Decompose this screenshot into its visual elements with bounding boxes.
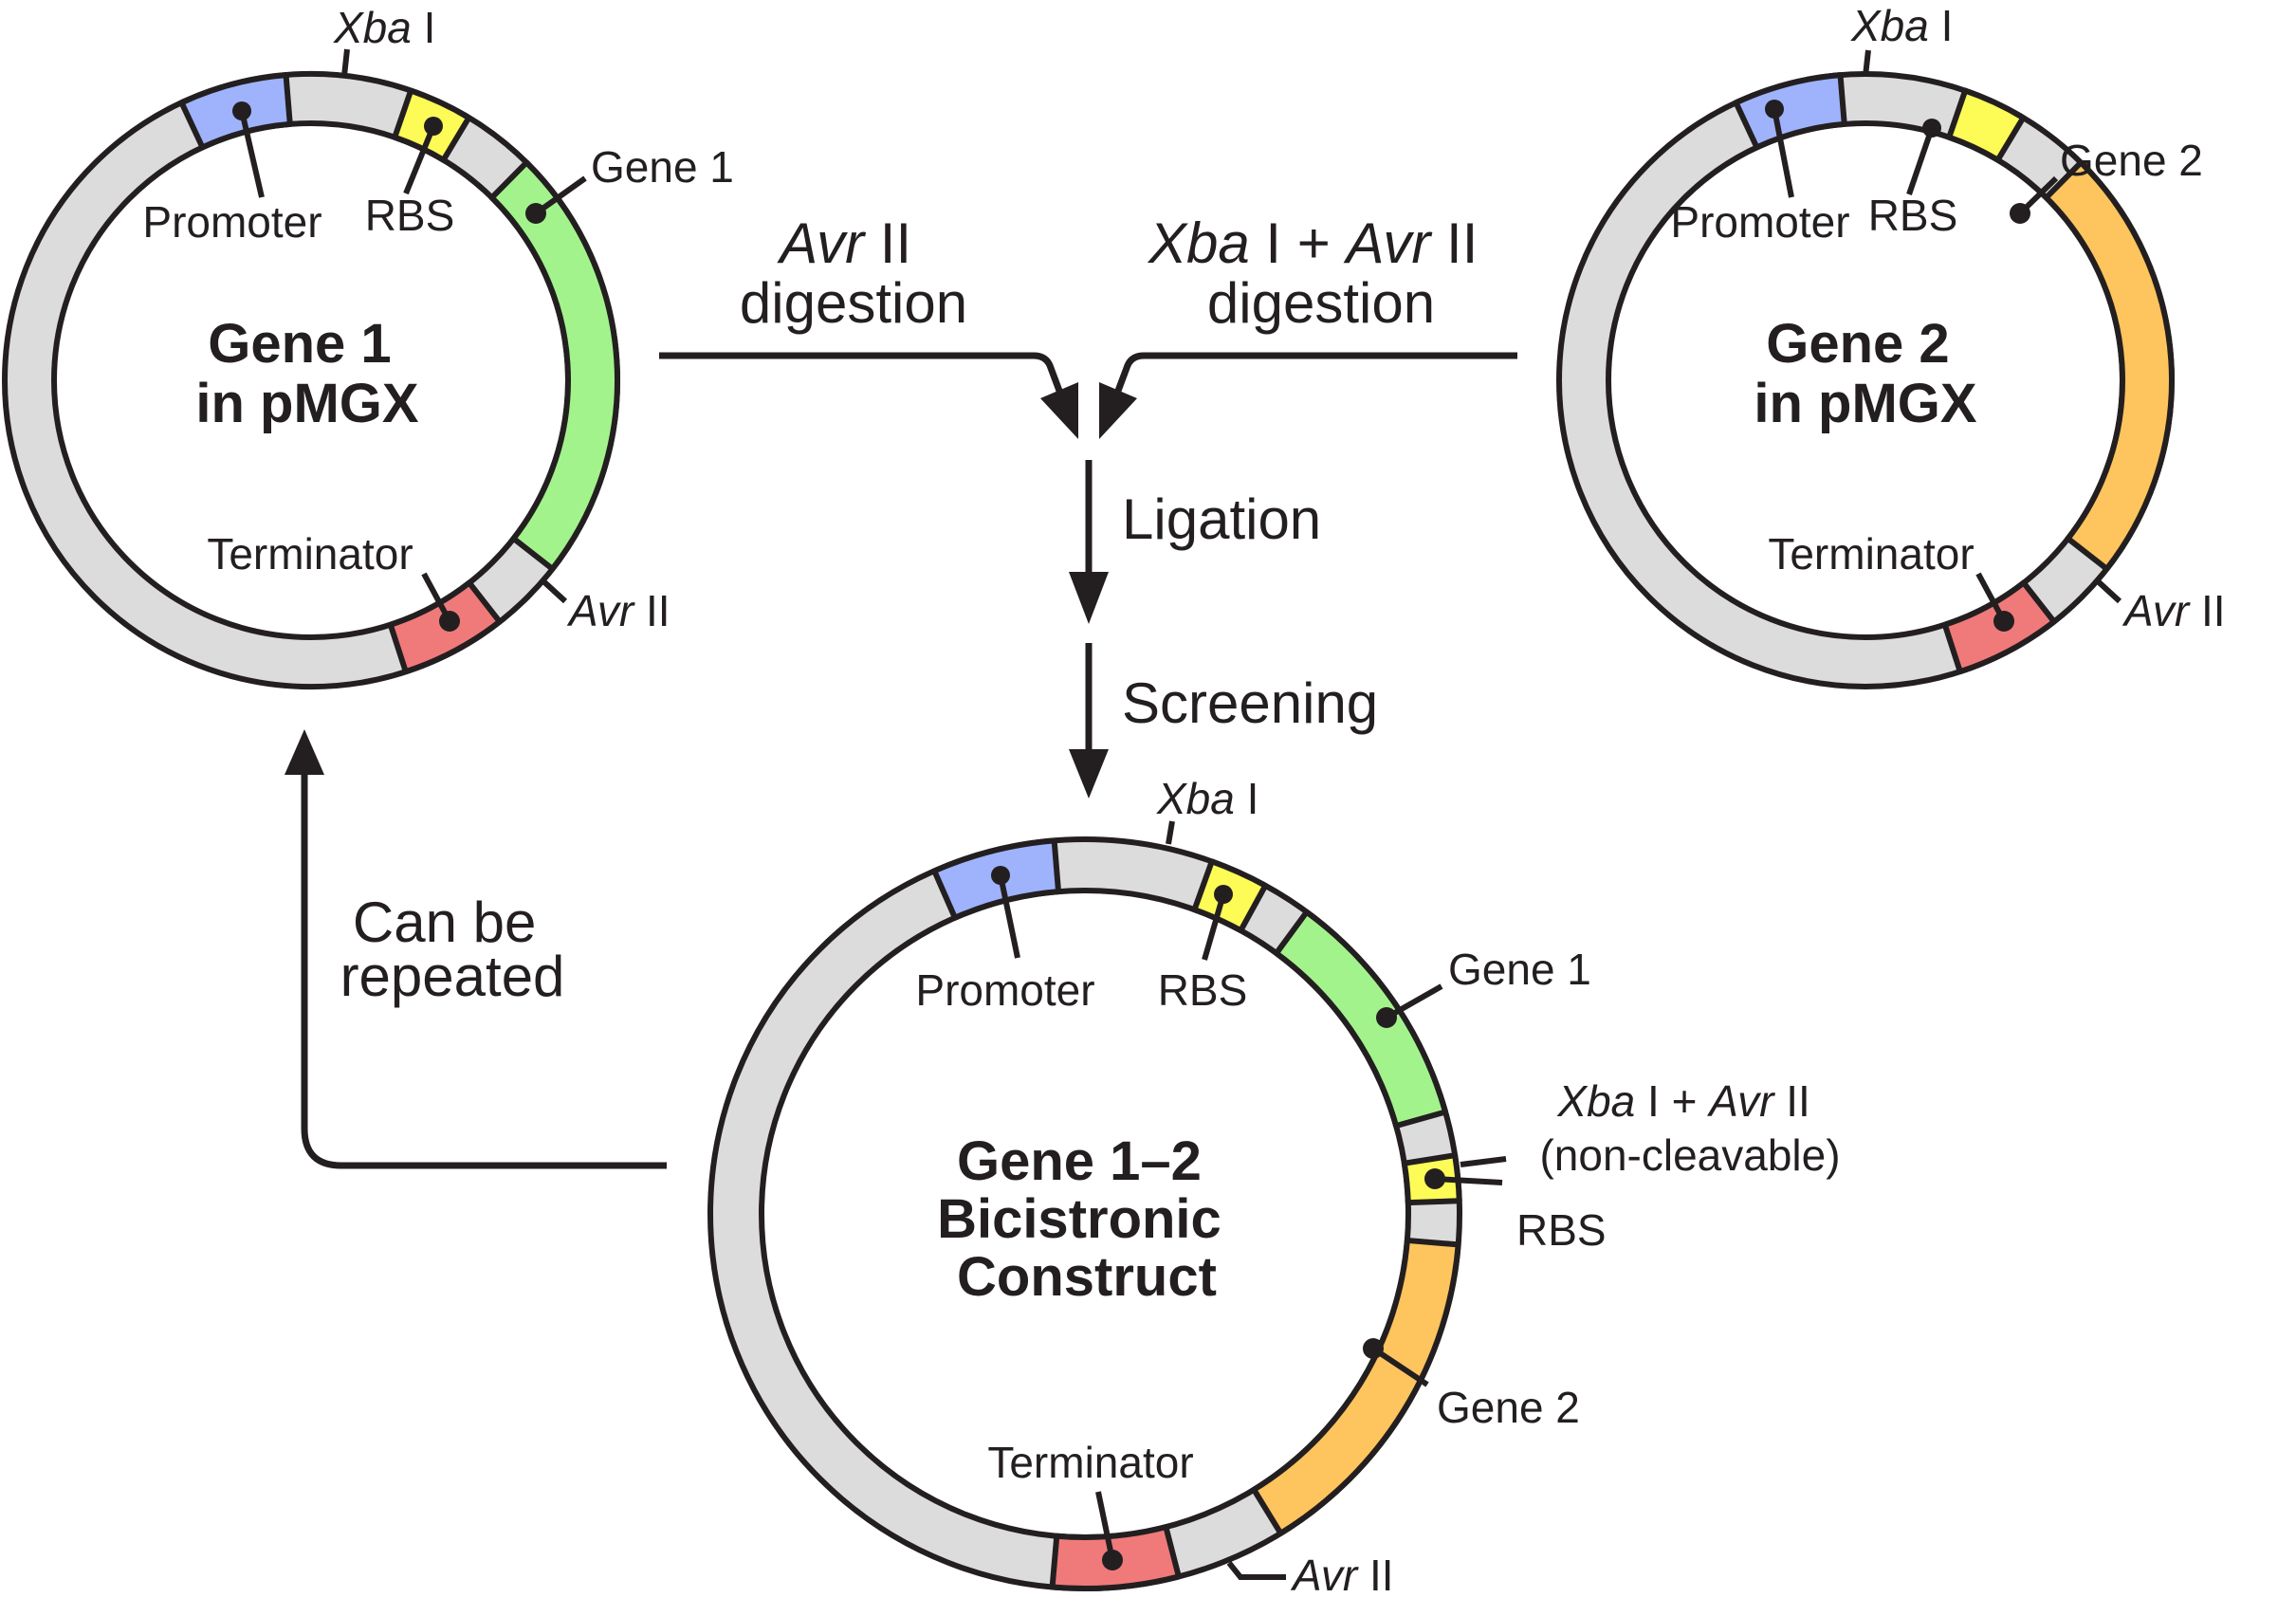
flow-arrows: Avr II digestion Xba I + Avr II digestio… [285, 211, 1517, 1169]
repeat-arrowhead [285, 729, 324, 775]
plasmid-gene1-pmgx: Xba I Promoter RBS Gene 1 Terminator Avr… [2, 3, 734, 689]
left-digestion-label: Avr II digestion [740, 211, 967, 335]
rbs2-leader [1434, 1176, 1503, 1185]
ligation-label: Ligation [1122, 487, 1321, 551]
promoter-leader [239, 110, 265, 198]
promoter-label: Promoter [1670, 197, 1849, 247]
right-digestion-label: Xba I + Avr II digestion [1147, 211, 1494, 335]
gene2-leader [2017, 175, 2059, 216]
rbs-leader [403, 124, 436, 195]
xba-label: Xba I [1156, 774, 1258, 823]
gene2-segment [2043, 159, 2175, 572]
left-merge-arrowhead [1040, 382, 1078, 439]
right-digestion-line [1114, 352, 1517, 393]
promoter-label: Promoter [915, 965, 1094, 1015]
promoter-leader [998, 874, 1020, 959]
xba-label: Xba I [333, 3, 435, 52]
xba-site-tick [341, 48, 350, 77]
terminator-leader [421, 572, 452, 623]
gene1-segment [1273, 909, 1449, 1129]
gene2-label: Gene 2 [2060, 136, 2203, 185]
gene2-segment [1251, 1237, 1461, 1536]
gene1-label: Gene 1 [1448, 945, 1591, 994]
plasmid-backbone [707, 836, 1462, 1591]
rbs-segment [1946, 87, 2027, 163]
junction-label: Xba I + Avr II (non-cleavable) [1539, 1076, 1840, 1180]
gene1-leader [534, 175, 587, 216]
rbs-label: RBS [365, 191, 455, 240]
terminator-leader [1095, 1491, 1115, 1561]
rbs-leader [1202, 893, 1226, 961]
screening-arrowhead [1069, 749, 1109, 799]
rbs-leader [1906, 127, 1935, 195]
avr-leader [1226, 1561, 1286, 1580]
right-merge-arrowhead [1099, 382, 1137, 439]
promoter-label: Promoter [142, 197, 321, 247]
avr-label: Avr II [2122, 586, 2226, 635]
avr-site-tick [540, 578, 568, 604]
avr-label: Avr II [566, 586, 670, 635]
promoter-marker-dot [232, 101, 251, 120]
rbs-label: RBS [1158, 965, 1248, 1015]
plasmid-title: Gene 2 in pMGX [1754, 313, 1977, 434]
plasmid-gene12-bicistronic: Xba I Promoter RBS Gene 1 Xba I + Avr II… [707, 774, 1841, 1600]
gene1-segment [488, 159, 620, 572]
terminator-label: Terminator [1768, 529, 1974, 578]
plasmid-title: Gene 1 in pMGX [195, 313, 419, 434]
terminator-label: Terminator [987, 1438, 1193, 1487]
repeat-loop-line [301, 770, 667, 1169]
left-digestion-line [659, 352, 1063, 393]
repeat-label: Can be repeated [340, 891, 565, 1008]
gene2-label: Gene 2 [1437, 1383, 1580, 1432]
plasmid-ring [707, 836, 1462, 1591]
junction-leader [1460, 1156, 1507, 1167]
plasmid-gene2-pmgx: Xba I Promoter RBS Gene 2 Terminator Avr… [1556, 1, 2226, 689]
avr-site-tick [2094, 578, 2122, 604]
xba-site-tick [1863, 49, 1871, 77]
xba-site-tick [1166, 820, 1175, 845]
plasmid-title: Gene 1–2 Bicistronic Construct [937, 1130, 1237, 1308]
terminator-leader [1975, 572, 2007, 623]
promoter-leader [1772, 108, 1794, 198]
gene1-leader [1385, 983, 1443, 1020]
rbs2-label: RBS [1516, 1205, 1607, 1255]
gene1-label: Gene 1 [591, 142, 734, 192]
terminator-label: Terminator [207, 529, 413, 578]
avr-label: Avr II [1290, 1551, 1394, 1600]
promoter-segment [1733, 72, 1847, 151]
xba-label: Xba I [1850, 1, 1953, 50]
screening-label: Screening [1122, 671, 1378, 735]
rbs-label: RBS [1868, 191, 1958, 240]
gene2-leader [1371, 1346, 1429, 1387]
ligation-arrowhead [1069, 572, 1109, 624]
